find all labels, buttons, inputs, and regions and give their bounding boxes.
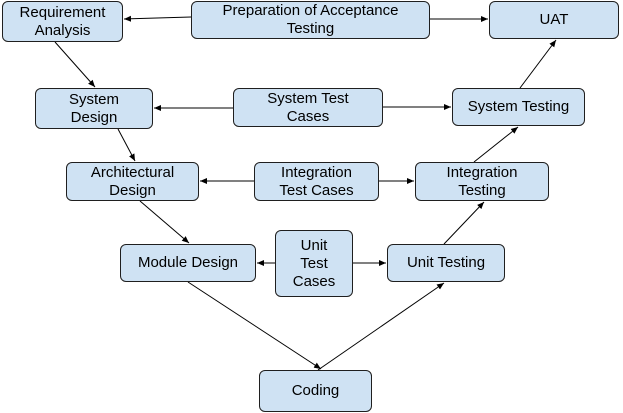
node-system-test-cases: System Test Cases (233, 88, 383, 127)
node-requirement-analysis: Requirement Analysis (2, 1, 123, 42)
node-preparation-acceptance-testing: Preparation of Acceptance Testing (191, 1, 430, 39)
node-uat: UAT (489, 1, 619, 39)
node-integration-test-cases: Integration Test Cases (254, 162, 379, 201)
edge-architectural-to-module-design (139, 200, 190, 244)
edge-requirement-to-system-design (54, 41, 96, 88)
node-unit-testing: Unit Testing (387, 244, 505, 282)
node-integration-testing: Integration Testing (415, 162, 549, 201)
node-system-testing: System Testing (452, 88, 585, 126)
node-system-design: System Design (35, 88, 153, 129)
edge-system-design-to-architectural (117, 128, 136, 162)
node-module-design: Module Design (120, 244, 256, 282)
node-unit-test-cases: Unit Test Cases (275, 230, 353, 297)
edge-module-design-to-coding (187, 281, 322, 370)
node-coding: Coding (259, 370, 372, 412)
edge-coding-to-unit-testing (317, 282, 445, 371)
edge-prep-to-requirement (123, 15, 192, 22)
edge-unit-testing-to-integration-testing (443, 201, 485, 245)
node-architectural-design: Architectural Design (66, 162, 199, 201)
edge-integration-testing-to-system-testing (473, 126, 519, 163)
edge-system-testing-to-uat (519, 39, 557, 89)
